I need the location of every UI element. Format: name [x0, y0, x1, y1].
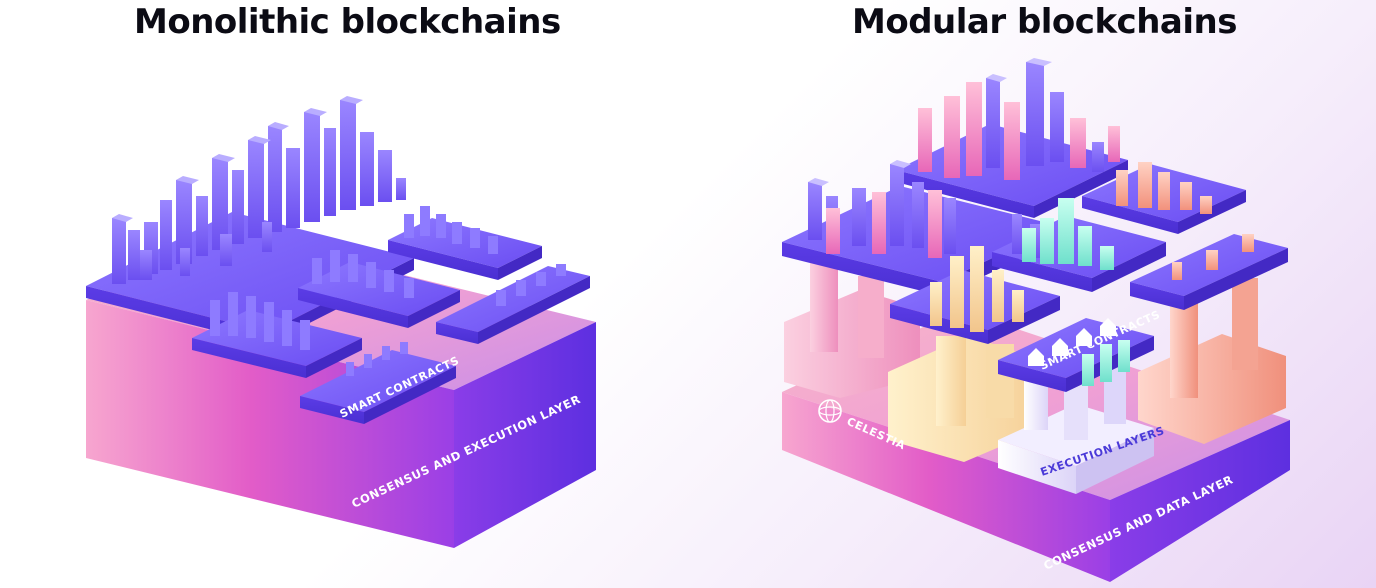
smart-contracts-tile [300, 350, 456, 424]
modular-title: Modular blockchains [852, 2, 1237, 42]
monolithic-buildings [112, 100, 406, 284]
modular-building-tops [808, 58, 1052, 186]
modular-illustration: CELESTIA SMART CONTRACTS EXECUTION LAYER… [782, 58, 1290, 582]
app-tile-right-small [436, 266, 590, 344]
pillar-pink-left [784, 262, 920, 398]
celestia-logo-icon [818, 399, 842, 423]
monolithic-small-buildings [210, 206, 566, 376]
monolithic-title: Monolithic blockchains [134, 2, 561, 42]
modular-buildings-coral [1116, 162, 1254, 280]
modular-smart-contract-houses [1028, 318, 1116, 366]
monolithic-building-tops [112, 96, 363, 222]
modular-buildings-pink [826, 82, 1120, 258]
modular-buildings-peach [930, 246, 1024, 332]
execution-layers-block [998, 360, 1154, 494]
monolithic-illustration: SMART CONTRACTS CONSENSUS AND EXECUTION … [86, 96, 596, 548]
modular-buildings-mint [1022, 198, 1130, 386]
pillar-coral-right [1138, 278, 1286, 444]
